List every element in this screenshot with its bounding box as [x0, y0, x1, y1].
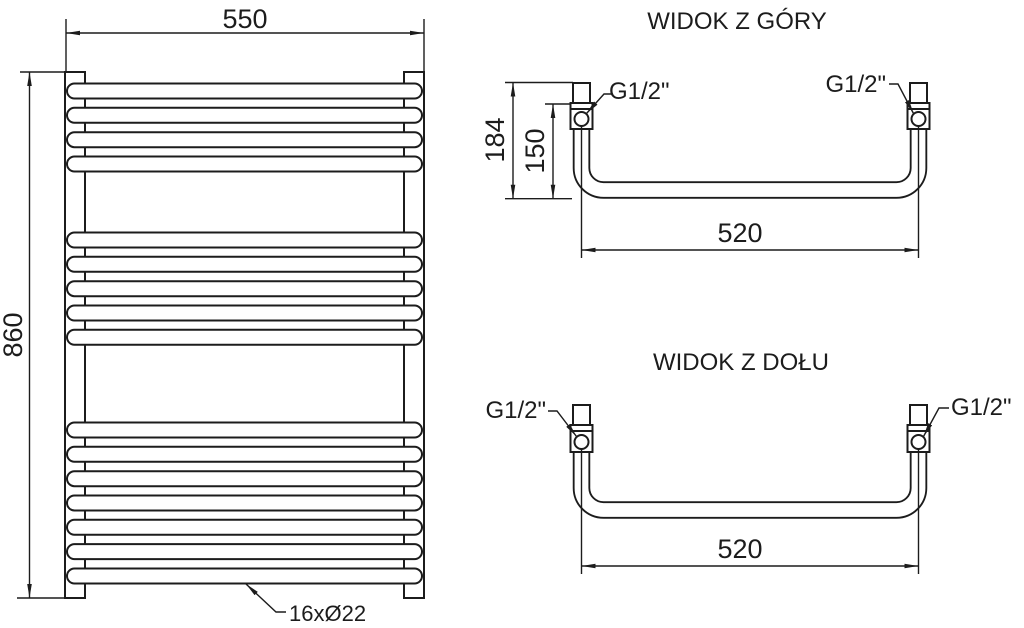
leader-line — [585, 93, 612, 114]
valve-port-circle — [910, 111, 927, 127]
tube-spec-callout: 16xØ22 — [245, 583, 366, 626]
top-left-fitting-callout: G1/2" — [585, 78, 670, 114]
pipe-core — [574, 125, 926, 197]
top-view: WIDOK Z GÓRY 184 — [480, 8, 931, 258]
radiator-tube — [66, 567, 423, 585]
front-width-value: 550 — [222, 4, 267, 34]
top-depth-value: 184 — [480, 117, 510, 162]
bottom-view: WIDOK Z DOŁU 520 — [485, 349, 1012, 574]
top-axis-depth-value: 150 — [520, 128, 550, 173]
valve-port-circle — [910, 434, 927, 450]
radiator-tube — [66, 494, 423, 512]
fitting-size-label: G1/2" — [485, 397, 546, 424]
top-span-dimension: 520 — [580, 126, 920, 258]
bottom-left-fitting-callout: G1/2" — [485, 397, 578, 437]
pipe-stub — [909, 82, 928, 104]
leader-line — [245, 583, 286, 613]
radiator-tube — [66, 255, 423, 273]
radiator-tube — [66, 328, 423, 346]
pipe-stub — [909, 404, 928, 426]
pipe-outline — [572, 448, 928, 519]
bottom-view-title: WIDOK Z DOŁU — [653, 349, 829, 376]
front-height-dimension: 860 — [0, 71, 65, 599]
radiator-tube — [66, 543, 423, 561]
bottom-right-fitting-callout: G1/2" — [922, 394, 1012, 437]
bottom-view-pipe — [572, 448, 928, 519]
top-view-pipe — [572, 125, 928, 199]
pipe-core — [574, 448, 926, 517]
radiator-tube — [66, 445, 423, 463]
leader-line — [922, 407, 949, 437]
radiator-tube — [66, 155, 423, 173]
radiator-tube — [66, 106, 423, 124]
top-depth-dimension: 184 — [480, 81, 573, 200]
top-right-fitting — [906, 82, 931, 130]
bottom-right-fitting — [906, 404, 931, 453]
tube-spec-label: 16xØ22 — [289, 601, 366, 626]
top-left-fitting — [569, 82, 594, 130]
fitting-size-label: G1/2" — [951, 394, 1012, 421]
pipe-stub — [572, 404, 591, 426]
top-view-title: WIDOK Z GÓRY — [647, 8, 827, 35]
top-right-fitting-callout: G1/2" — [825, 71, 915, 114]
pipe-outline — [572, 125, 928, 199]
fitting-size-label: G1/2" — [825, 71, 886, 98]
bottom-left-fitting — [569, 404, 594, 453]
leader-line — [889, 83, 915, 114]
top-span-value: 520 — [717, 218, 762, 248]
front-view: 550 860 16xØ22 — [0, 4, 425, 626]
radiator-tube — [66, 82, 423, 100]
radiator-tube — [66, 131, 423, 149]
bottom-span-value: 520 — [717, 534, 762, 564]
valve-port-circle — [573, 111, 590, 127]
pipe-stub — [572, 82, 591, 104]
radiator-tube — [66, 304, 423, 322]
top-axis-depth-dimension: 150 — [520, 103, 570, 199]
front-height-value: 860 — [0, 312, 28, 357]
radiator-tube — [66, 470, 423, 488]
radiator-tube — [66, 280, 423, 298]
leader-line — [548, 410, 578, 437]
front-width-dimension: 550 — [65, 4, 425, 71]
valve-port-circle — [573, 434, 590, 450]
tube-array — [66, 82, 423, 585]
fitting-size-label: G1/2" — [609, 78, 670, 105]
bottom-span-dimension: 520 — [580, 449, 920, 574]
radiator-tube — [66, 518, 423, 536]
radiator-tube — [66, 231, 423, 249]
radiator-tube — [66, 421, 423, 439]
